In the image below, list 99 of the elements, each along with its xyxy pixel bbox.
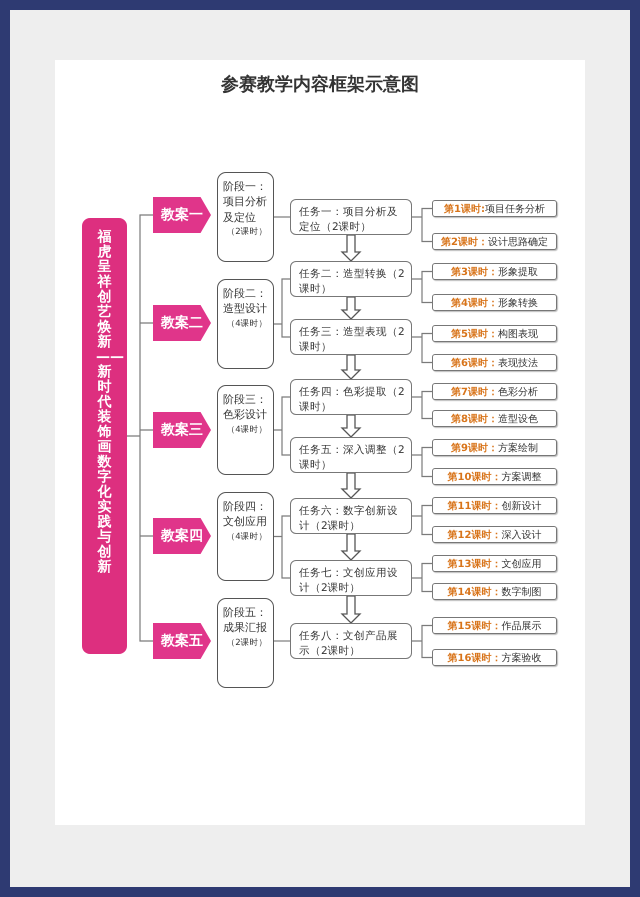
lesson-number: 第7课时： [451,386,498,398]
task-box: 任务二：造型转换（2课时） [290,261,412,297]
lesson-topic: 构图表现 [498,328,538,340]
lesson-topic: 文创应用 [501,558,542,570]
lesson-number: 第14课时： [448,586,502,598]
lesson-topic: 创新设计 [501,500,542,512]
lesson-box [432,583,557,600]
lesson-topic: 方案调整 [501,470,542,484]
lesson-number: 第9课时： [451,442,498,454]
stage-duration: （2课时） [225,226,269,238]
hollow-arrow [340,234,362,262]
lesson-topic: 方案绘制 [498,442,538,454]
task-box: 任务七：文创应用设计（2课时） [290,560,412,596]
hollow-arrow [340,414,362,438]
task-box: 任务一：项目分析及定位（2课时） [290,199,412,235]
stage-title: 阶段三：色彩设计 [223,392,268,423]
bracket-connector [273,515,291,579]
stage-box [217,598,274,688]
lesson-box [432,325,557,342]
task-box: 任务五：深入调整（2课时） [290,437,412,473]
bracket-connector [411,624,433,658]
lesson-box [432,200,557,217]
lesson-box [432,233,557,250]
lesson-topic: 作品展示 [501,620,542,632]
lesson-number: 第3课时： [451,266,498,278]
lesson-box [432,294,557,311]
task-box: 任务六：数字创新设计（2课时） [290,498,412,534]
hollow-arrow [340,595,362,624]
lesson-box [432,497,557,514]
lesson-topic: 造型设色 [498,412,538,426]
stage-duration: （4课时） [225,424,269,436]
hollow-arrow [340,533,362,561]
stage-title: 阶段四：文创应用 [223,499,268,530]
lesson-number: 第6课时： [451,356,498,370]
bracket-connector [411,208,433,242]
lesson-plan-tag: 教案二 [153,305,211,341]
lesson-box [432,649,557,666]
task-box: 任务四：色彩提取（2课时） [290,379,412,415]
lesson-topic: 方案验收 [501,652,542,664]
stage-title: 阶段二：造型设计 [223,286,268,317]
title: 参赛教学内容框架示意图 [220,73,420,96]
lesson-number: 第13课时： [448,558,502,570]
lesson-plan-tag: 教案一 [153,197,211,233]
lesson-topic: 形象提取 [498,266,538,278]
bracket-connector [411,332,433,364]
lesson-box [432,617,557,634]
lesson-box [432,555,557,572]
lesson-box [432,468,557,485]
lesson-plan-tag: 教案三 [153,412,211,448]
lesson-number: 第5课时： [451,328,498,340]
stage-box [217,492,274,581]
lesson-box [432,439,557,456]
hollow-arrow [340,354,362,380]
lesson-number: 第2课时： [441,236,488,248]
bracket-connector [411,446,433,478]
lesson-topic: 形象转换 [498,296,538,310]
lesson-number: 第15课时： [448,620,502,632]
stage-title: 阶段五：成果汇报 [223,605,268,636]
stage-box [217,172,274,262]
lesson-number: 第16课时： [448,652,502,664]
lesson-topic: 设计思路确定 [488,236,548,248]
lesson-topic: 项目任务分析 [484,202,545,216]
lesson-topic: 深入设计 [501,528,542,542]
lesson-number: 第11课时： [448,500,502,512]
bracket-connector [411,562,433,592]
lesson-plan-tag: 教案五 [153,623,211,659]
lesson-number: 第10课时： [448,470,502,484]
stage-title: 阶段一：项目分析及定位 [223,179,268,226]
theme-banner: 福虎呈祥创艺焕新——新时代装饰画数字化实践与创新 [82,218,127,654]
bracket-connector [411,390,433,420]
lesson-box [432,354,557,371]
lesson-box [432,526,557,543]
lesson-topic: 色彩分析 [498,386,538,398]
lesson-number: 第1课时: [444,202,485,216]
lesson-box [432,383,557,400]
hollow-arrow [340,472,362,499]
lesson-box [432,263,557,280]
bracket-connector [273,396,291,456]
lesson-number: 第4课时： [451,296,498,310]
task-box: 任务三：造型表现（2课时） [290,319,412,355]
lesson-box [432,410,557,427]
stage-box [217,385,274,475]
bracket-connector [273,278,291,338]
hollow-arrow [340,296,362,320]
stage-duration: （4课时） [225,530,269,543]
bracket-connector [411,270,433,304]
lesson-topic: 数字制图 [501,586,542,598]
stage-duration: （4课时） [225,318,269,330]
task-box: 任务八：文创产品展示（2课时） [290,623,412,659]
lesson-plan-tag: 教案四 [153,518,211,554]
bracket-connector [411,504,433,536]
stage-duration: （2课时） [225,636,269,649]
stage-box [217,279,274,369]
bracket-connector [274,216,290,218]
lesson-number: 第8课时： [451,412,498,426]
bracket-connector [126,214,154,642]
lesson-number: 第12课时： [448,528,502,542]
bracket-connector [274,640,290,642]
lesson-topic: 表现技法 [498,356,538,370]
